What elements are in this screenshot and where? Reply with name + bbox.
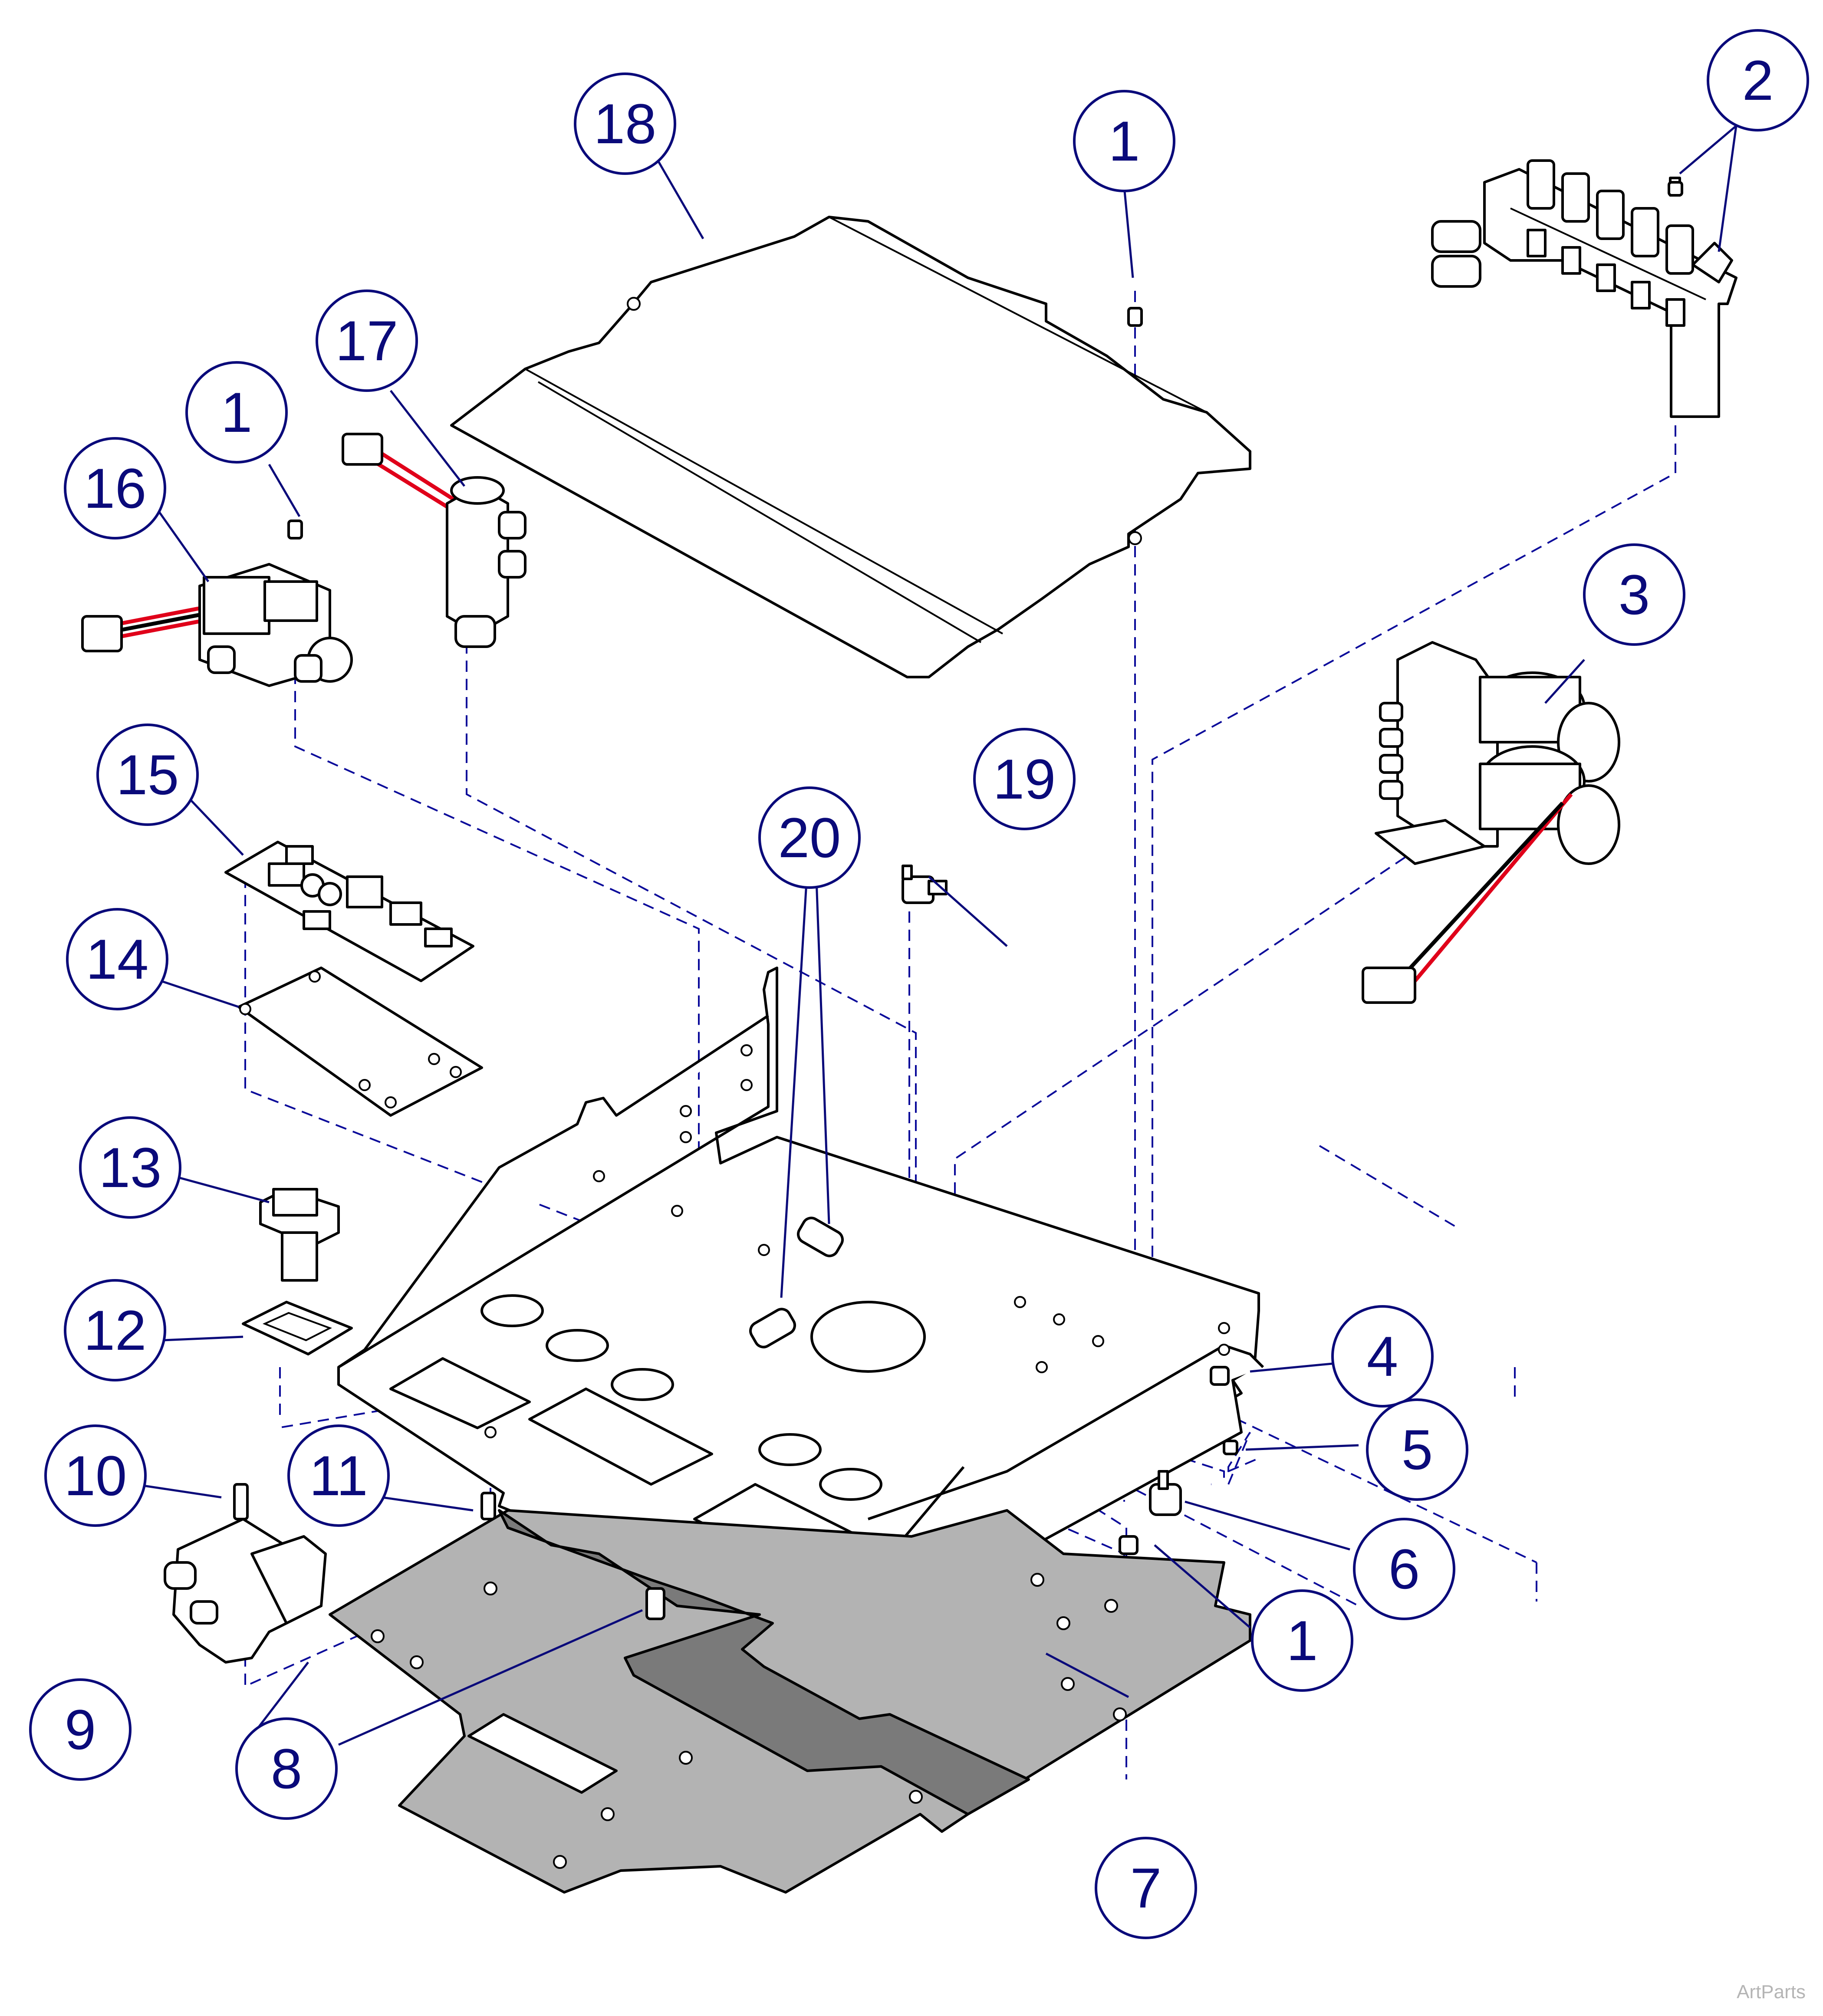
callout-2[interactable]: 2 [1707,29,1809,132]
callout-17[interactable]: 17 [316,289,418,392]
part-12-switch-bezel [242,1301,353,1355]
svg-text:1: 1 [221,381,252,444]
callout-20[interactable]: 20 [758,786,861,889]
callout-1-left[interactable]: 1 [185,361,288,464]
callout-1-bottom[interactable]: 1 [1251,1589,1353,1692]
part-3-pump-assembly [1362,641,1620,1004]
part-17-solenoid-valve [342,433,526,648]
manifold-valve-stems [1527,159,1694,275]
callout-6[interactable]: 6 [1353,1518,1455,1620]
svg-text:5: 5 [1402,1418,1433,1481]
svg-text:17: 17 [336,309,398,372]
callout-13[interactable]: 13 [79,1116,181,1219]
callout-12[interactable]: 12 [64,1279,166,1381]
svg-text:20: 20 [778,806,841,869]
callout-14[interactable]: 14 [66,908,168,1010]
part-20-inline-fittings [749,1217,844,1348]
svg-text:4: 4 [1367,1325,1398,1388]
svg-text:9: 9 [65,1698,96,1761]
part-14-insulator-sheet [237,967,483,1117]
callout-4[interactable]: 4 [1331,1305,1434,1408]
part-15-circuit-board [224,841,474,982]
callout-15[interactable]: 15 [96,724,199,826]
callout-18[interactable]: 18 [574,72,676,175]
manifold-fittings [1431,220,1685,327]
part-7-base-plate [329,1509,1251,1894]
svg-text:2: 2 [1742,49,1774,112]
callout-5[interactable]: 5 [1366,1398,1468,1501]
watermark: ArtParts [1737,1981,1806,2003]
part-9-door-latch [164,1518,327,1664]
main-chassis-frame [337,967,1264,1633]
base-plate-holes [371,1573,1127,1869]
part-2-manifold-assembly [1431,159,1737,418]
leader-lines [134,125,1737,1746]
svg-text:6: 6 [1389,1537,1420,1601]
callout-11[interactable]: 11 [287,1424,390,1527]
svg-text:12: 12 [84,1299,147,1362]
callout-8[interactable]: 8 [235,1717,338,1820]
callout-10[interactable]: 10 [44,1424,147,1527]
chassis-cutouts [389,1294,926,1572]
svg-text:16: 16 [84,457,147,520]
callouts: 18 1 2 17 1 16 3 15 19 20 14 13 12 4 5 1… [29,29,1809,1939]
svg-text:14: 14 [86,927,149,991]
svg-text:15: 15 [116,743,179,806]
callout-16[interactable]: 16 [64,437,166,539]
callout-7[interactable]: 7 [1095,1837,1197,1939]
circuit-board-components [268,845,453,947]
callout-1-top[interactable]: 1 [1073,90,1175,192]
callout-3[interactable]: 3 [1583,543,1685,646]
callout-19[interactable]: 19 [973,728,1076,830]
pump-fittings [1379,702,1403,800]
part-16-valve-harness [81,563,353,687]
svg-text:1: 1 [1109,109,1140,173]
svg-text:1: 1 [1287,1609,1318,1672]
svg-text:11: 11 [309,1444,368,1507]
part-13-switch [259,1188,340,1282]
part-18-top-cover [450,216,1251,678]
svg-text:19: 19 [993,747,1056,811]
svg-text:7: 7 [1130,1856,1162,1920]
hardware-screws [233,181,1683,1620]
svg-text:10: 10 [64,1444,127,1507]
part-6-elbow-fitting [1149,1470,1182,1516]
svg-text:3: 3 [1619,563,1650,626]
svg-text:13: 13 [99,1136,162,1199]
callout-9[interactable]: 9 [29,1678,132,1781]
part-19-check-valve [902,865,948,904]
svg-text:18: 18 [594,92,657,155]
svg-text:8: 8 [271,1737,302,1800]
